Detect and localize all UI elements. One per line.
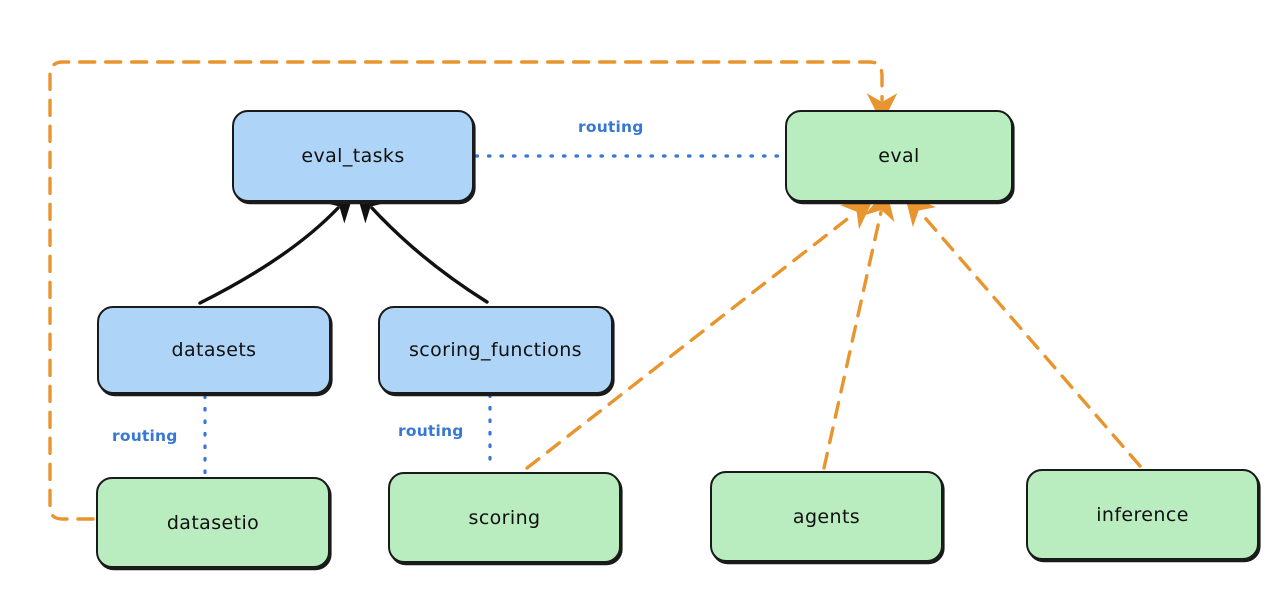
- node-datasetio-label: datasetio: [166, 511, 260, 534]
- edge-label-routing-scoring: routing: [398, 422, 464, 440]
- node-scoring-functions-label: scoring_functions: [409, 339, 582, 361]
- node-datasetio[interactable]: datasetio: [96, 477, 330, 568]
- edge-inference-eval: [904, 194, 1142, 468]
- node-agents-label: agents: [792, 505, 861, 528]
- node-agents[interactable]: agents: [710, 471, 943, 562]
- node-eval-tasks[interactable]: eval_tasks: [232, 110, 474, 202]
- node-eval-label: eval: [878, 145, 920, 167]
- edge-scoring_functions-eval_tasks: [355, 190, 489, 304]
- node-inference-label: inference: [1096, 503, 1189, 526]
- edge-label-routing-datasetio: routing: [112, 427, 178, 445]
- node-scoring-label: scoring: [468, 506, 541, 529]
- edge-datasets-eval_tasks: [198, 190, 355, 305]
- node-eval[interactable]: eval: [785, 110, 1013, 202]
- node-scoring-functions[interactable]: scoring_functions: [378, 306, 613, 394]
- edge-agents-eval: [822, 188, 895, 470]
- node-eval-tasks-label: eval_tasks: [301, 145, 405, 167]
- node-datasets[interactable]: datasets: [97, 306, 331, 394]
- node-datasets-label: datasets: [171, 339, 257, 361]
- edge-label-routing-eval: routing: [578, 118, 644, 136]
- node-inference[interactable]: inference: [1026, 469, 1259, 560]
- node-scoring[interactable]: scoring: [388, 472, 621, 563]
